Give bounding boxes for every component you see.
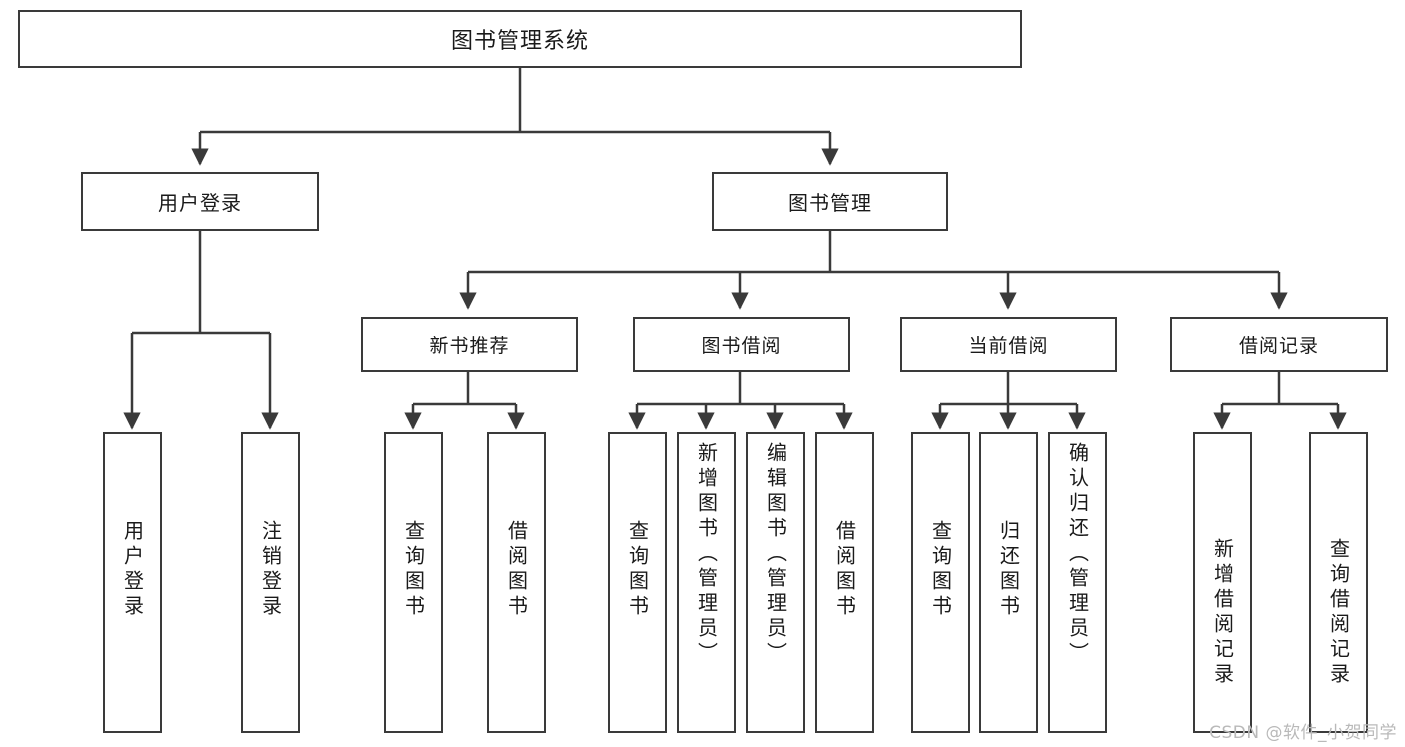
leaf-label: 用户登录	[120, 520, 145, 620]
node-label: 借阅记录	[1238, 335, 1319, 357]
node-label: 当前借阅	[968, 335, 1049, 357]
leaf-label: 编辑图书（管理员）	[763, 442, 788, 667]
node-book-management[interactable]: 图书管理	[712, 172, 948, 231]
leaf-label: 注销登录	[258, 520, 283, 620]
leaf-book-borrow-add-book-admin[interactable]: 新增图书（管理员）	[677, 432, 736, 733]
leaf-new-book-borrow-book[interactable]: 借阅图书	[487, 432, 546, 733]
leaf-user-login-logout[interactable]: 注销登录	[241, 432, 300, 733]
leaf-label: 借阅图书	[504, 520, 529, 620]
leaf-current-borrow-confirm-return-admin[interactable]: 确认归还（管理员）	[1048, 432, 1107, 733]
leaf-label: 查询图书	[401, 520, 426, 620]
node-book-borrow[interactable]: 图书借阅	[633, 317, 850, 372]
leaf-book-borrow-borrow-book[interactable]: 借阅图书	[815, 432, 874, 733]
leaf-borrow-record-query-record[interactable]: 查询借阅记录	[1309, 432, 1368, 733]
leaf-label: 确认归还（管理员）	[1065, 442, 1090, 667]
leaf-label: 查询图书	[625, 520, 650, 620]
leaf-current-borrow-return-book[interactable]: 归还图书	[979, 432, 1038, 733]
watermark-text: CSDN @软件_小贺同学	[1209, 723, 1397, 743]
node-label: 图书管理系统	[450, 29, 589, 54]
leaf-label: 新增借阅记录	[1210, 538, 1235, 688]
node-current-borrow[interactable]: 当前借阅	[900, 317, 1117, 372]
node-borrow-record[interactable]: 借阅记录	[1170, 317, 1388, 372]
node-label: 图书借阅	[701, 335, 782, 357]
leaf-user-login-signin[interactable]: 用户登录	[103, 432, 162, 733]
node-label: 新书推荐	[429, 335, 510, 357]
node-new-book-recommend[interactable]: 新书推荐	[361, 317, 578, 372]
node-root-book-management-system[interactable]: 图书管理系统	[18, 10, 1022, 68]
leaf-label: 归还图书	[996, 520, 1021, 620]
leaf-book-borrow-query-book[interactable]: 查询图书	[608, 432, 667, 733]
node-label: 用户登录	[158, 191, 242, 215]
leaf-label: 新增图书（管理员）	[694, 442, 719, 667]
leaf-current-borrow-query-book[interactable]: 查询图书	[911, 432, 970, 733]
node-user-login[interactable]: 用户登录	[81, 172, 319, 231]
leaf-label: 借阅图书	[832, 520, 857, 620]
leaf-label: 查询借阅记录	[1326, 538, 1351, 688]
leaf-borrow-record-add-record[interactable]: 新增借阅记录	[1193, 432, 1252, 733]
node-label: 图书管理	[788, 191, 872, 215]
leaf-book-borrow-edit-book-admin[interactable]: 编辑图书（管理员）	[746, 432, 805, 733]
leaf-new-book-query-book[interactable]: 查询图书	[384, 432, 443, 733]
leaf-label: 查询图书	[928, 520, 953, 620]
